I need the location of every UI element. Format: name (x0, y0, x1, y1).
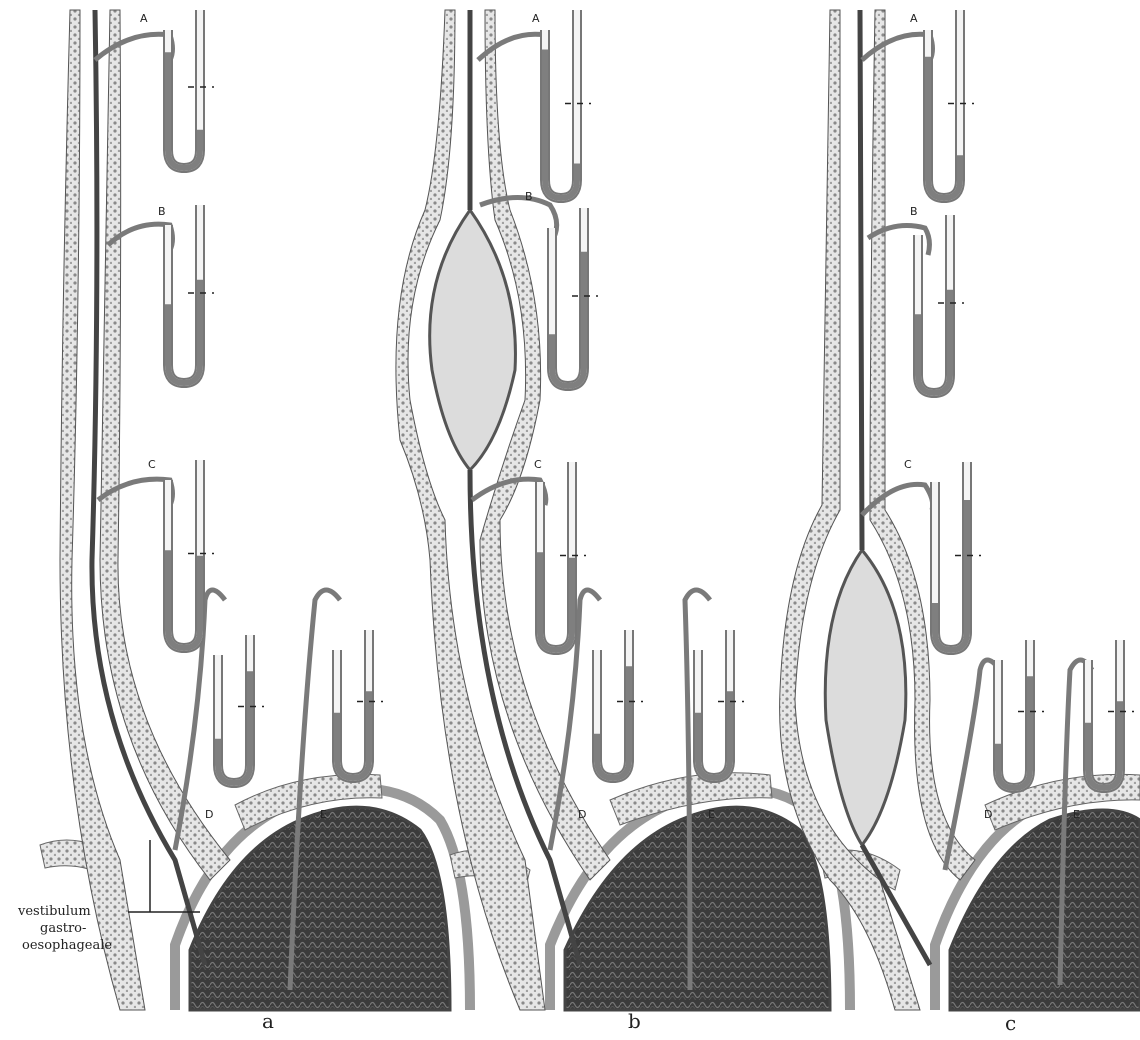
manometer-b-b (552, 208, 598, 386)
manometer-tube (597, 630, 629, 778)
manometer-tube (698, 630, 730, 778)
manometer-tube (540, 462, 572, 650)
manometer-tube (918, 215, 950, 393)
manometer-a-c (168, 460, 214, 648)
manometer-tube (168, 10, 200, 168)
stomach (950, 810, 1140, 1010)
manometer-c-e (1088, 640, 1134, 788)
annotation-line-2: gastro- (40, 921, 86, 936)
bolus (825, 550, 906, 845)
manometer-b-d (597, 630, 643, 778)
probe-label-group: A B C D E A B C D E A B C D E (140, 12, 1080, 821)
manometer-tube (998, 640, 1030, 788)
probe-label-b-e: E (708, 808, 715, 821)
manometer-group (168, 10, 1134, 788)
manometer-tube (935, 462, 967, 650)
manometer-tube (545, 10, 577, 198)
probe-label-b-a: A (532, 12, 540, 25)
panel-b (396, 10, 850, 1010)
probe-label-b-c: C (534, 458, 542, 471)
probe-label-a-b: B (158, 205, 166, 218)
probe-label-b-b: B (525, 190, 533, 203)
subfigure-label-c: c (1005, 1011, 1016, 1035)
probe-label-a-d: D (205, 808, 213, 821)
manometer-tube (552, 208, 584, 386)
manometer-b-a (545, 10, 591, 198)
manometer-c-d (998, 640, 1044, 788)
probe-label-c-e: E (1073, 808, 1080, 821)
manometer-c-b (918, 215, 964, 393)
subfigure-label-a: a (262, 1009, 274, 1033)
manometer-tube (218, 635, 250, 783)
manometer-b-e (698, 630, 744, 778)
probe-label-a-e: E (320, 808, 327, 821)
panel-a (40, 10, 470, 1010)
stomach (565, 807, 830, 1010)
manometer-tube (1088, 640, 1120, 788)
manometer-tube (337, 630, 369, 778)
probe-label-c-a: A (910, 12, 918, 25)
probe-label-c-b: B (910, 205, 918, 218)
subfigure-label-b: b (628, 1009, 641, 1033)
probe-label-a-c: C (148, 458, 156, 471)
manometer-tube (928, 10, 960, 198)
manometer-tube (168, 205, 200, 383)
manometer-a-e (337, 630, 383, 778)
stomach (190, 807, 450, 1010)
annotation-line-3: oesophageale (22, 938, 112, 953)
bolus (430, 210, 516, 470)
annotation-line-1: vestibulum (17, 904, 91, 919)
probe-label-c-c: C (904, 458, 912, 471)
manometer-c-c (935, 462, 981, 650)
probe-label-b-d: D (578, 808, 586, 821)
probe-label-a-a: A (140, 12, 148, 25)
manometer-tube (168, 460, 200, 648)
manometer-a-b (168, 205, 214, 383)
manometer-a-d (218, 635, 264, 783)
manometer-a-a (168, 10, 214, 168)
probe-label-c-d: D (984, 808, 992, 821)
manometer-c-a (928, 10, 974, 198)
